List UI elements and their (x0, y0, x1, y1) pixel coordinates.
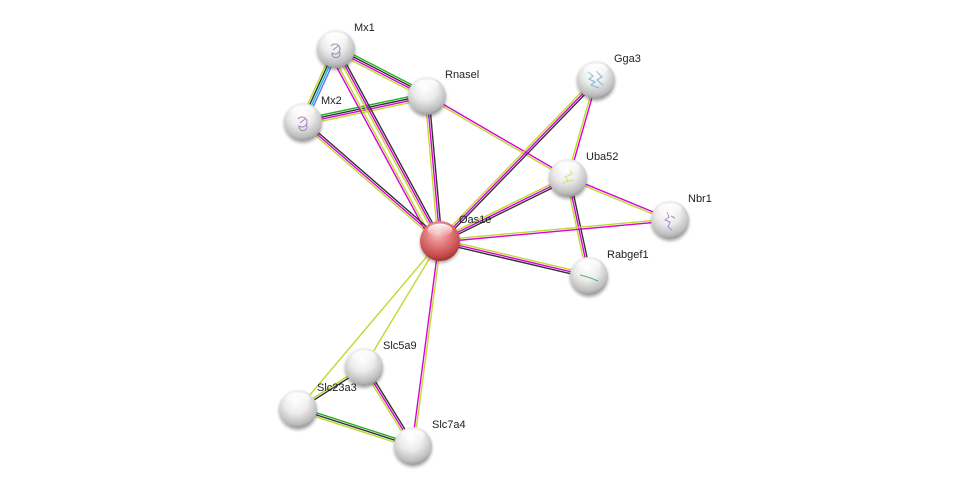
node-slc5a9[interactable]: Slc5a9 (345, 340, 417, 386)
edge-line-experiment (439, 240, 590, 277)
node-label: Oas1e (459, 214, 491, 226)
node-label: Rabgef1 (607, 249, 649, 261)
edge-line-experiment (439, 177, 569, 242)
edge-uba52-oas1e[interactable] (438, 175, 570, 244)
edge-line-textmining (424, 96, 439, 242)
node-nbr1[interactable]: Nbr1 (651, 193, 712, 239)
edge-line-textmining (438, 78, 596, 241)
edge-line-textmining (426, 96, 568, 180)
edge-rabgef1-oas1e[interactable] (439, 238, 590, 279)
edge-line-textmining (301, 122, 440, 244)
edge-mx1-oas1e[interactable] (328, 51, 436, 246)
node-label: Slc5a9 (383, 340, 417, 352)
edge-rnasel-oas1e[interactable] (424, 95, 443, 242)
edge-line-coexpression (302, 94, 427, 122)
edge-line-textmining (438, 175, 568, 240)
node-highlight (427, 223, 453, 237)
edge-line-textmining (297, 240, 441, 410)
edge-line-textmining (439, 218, 670, 241)
edge-rnasel-uba52[interactable] (426, 94, 569, 180)
edge-line-neighborhood (298, 406, 414, 445)
edge-slc7a4-oas1e[interactable] (411, 240, 442, 447)
edge-gga3-oas1e[interactable] (438, 78, 598, 243)
node-highlight (584, 63, 608, 76)
edge-line-experiment (303, 96, 428, 124)
node-highlight (415, 79, 439, 92)
edge-line-experiment (335, 48, 441, 242)
edge-line-experiment (427, 94, 569, 178)
edge-line-experiment (439, 79, 597, 242)
edge-line-textmining (297, 410, 413, 449)
edge-line-coexpression (337, 47, 443, 241)
node-highlight (658, 203, 682, 216)
node-label: Uba52 (586, 151, 618, 163)
node-rnasel[interactable]: Rnasel (408, 69, 479, 115)
edge-line-coexpression (297, 408, 414, 447)
node-label: Mx2 (321, 95, 342, 107)
node-highlight (291, 105, 315, 118)
node-slc7a4[interactable]: Slc7a4 (394, 419, 466, 465)
node-highlight (352, 350, 376, 363)
node-mx2[interactable]: Mx2 (284, 95, 342, 141)
edge-mx2-oas1e[interactable] (301, 119, 442, 244)
edge-line-coexpression (440, 80, 598, 243)
edge-line-experiment (328, 52, 434, 246)
edge-line-textmining (363, 240, 441, 368)
edge-line-experiment (411, 240, 440, 446)
edge-line-experiment (440, 220, 671, 243)
node-label: Gga3 (614, 53, 641, 65)
edge-mx1-oas1e[interactable] (333, 47, 443, 243)
node-label: Nbr1 (688, 193, 712, 205)
node-label: Slc7a4 (432, 419, 466, 431)
edge-line-experiment (426, 95, 441, 242)
node-uba52[interactable]: Uba52 (549, 151, 618, 197)
edge-line-textmining (440, 238, 590, 275)
edge-slc23a3-oas1e[interactable] (297, 240, 441, 410)
edge-slc23a3-slc7a4[interactable] (297, 406, 414, 449)
edge-line-textmining (330, 51, 436, 245)
edge-line-coexpression (439, 242, 589, 279)
node-label: Mx1 (354, 22, 375, 34)
node-highlight (577, 259, 601, 272)
protein-structure-icon (663, 211, 676, 231)
edge-slc5a9-oas1e[interactable] (363, 240, 441, 368)
node-highlight (401, 429, 425, 442)
node-label: Rnasel (445, 69, 479, 81)
node-mx1[interactable]: Mx1 (317, 22, 375, 68)
node-slc23a3[interactable]: Slc23a3 (279, 382, 357, 428)
node-highlight (286, 392, 310, 405)
node-highlight (556, 161, 580, 174)
edge-nbr1-oas1e[interactable] (439, 218, 671, 243)
node-label: Slc23a3 (317, 382, 357, 394)
node-rabgef1[interactable]: Rabgef1 (570, 249, 649, 295)
node-highlight (324, 32, 348, 45)
edge-line-textmining (303, 98, 428, 126)
edge-line-textmining (413, 241, 442, 447)
node-gga3[interactable]: Gga3 (577, 53, 641, 99)
edge-line-experiment (302, 121, 441, 242)
edge-line-coexpression (440, 179, 570, 244)
edge-line-textmining (333, 49, 439, 243)
node-oas1e[interactable]: Oas1e (420, 214, 491, 261)
edge-line-coexpression (428, 95, 443, 241)
edge-line-coexpression (303, 119, 442, 241)
protein-structure-icon (579, 274, 599, 282)
